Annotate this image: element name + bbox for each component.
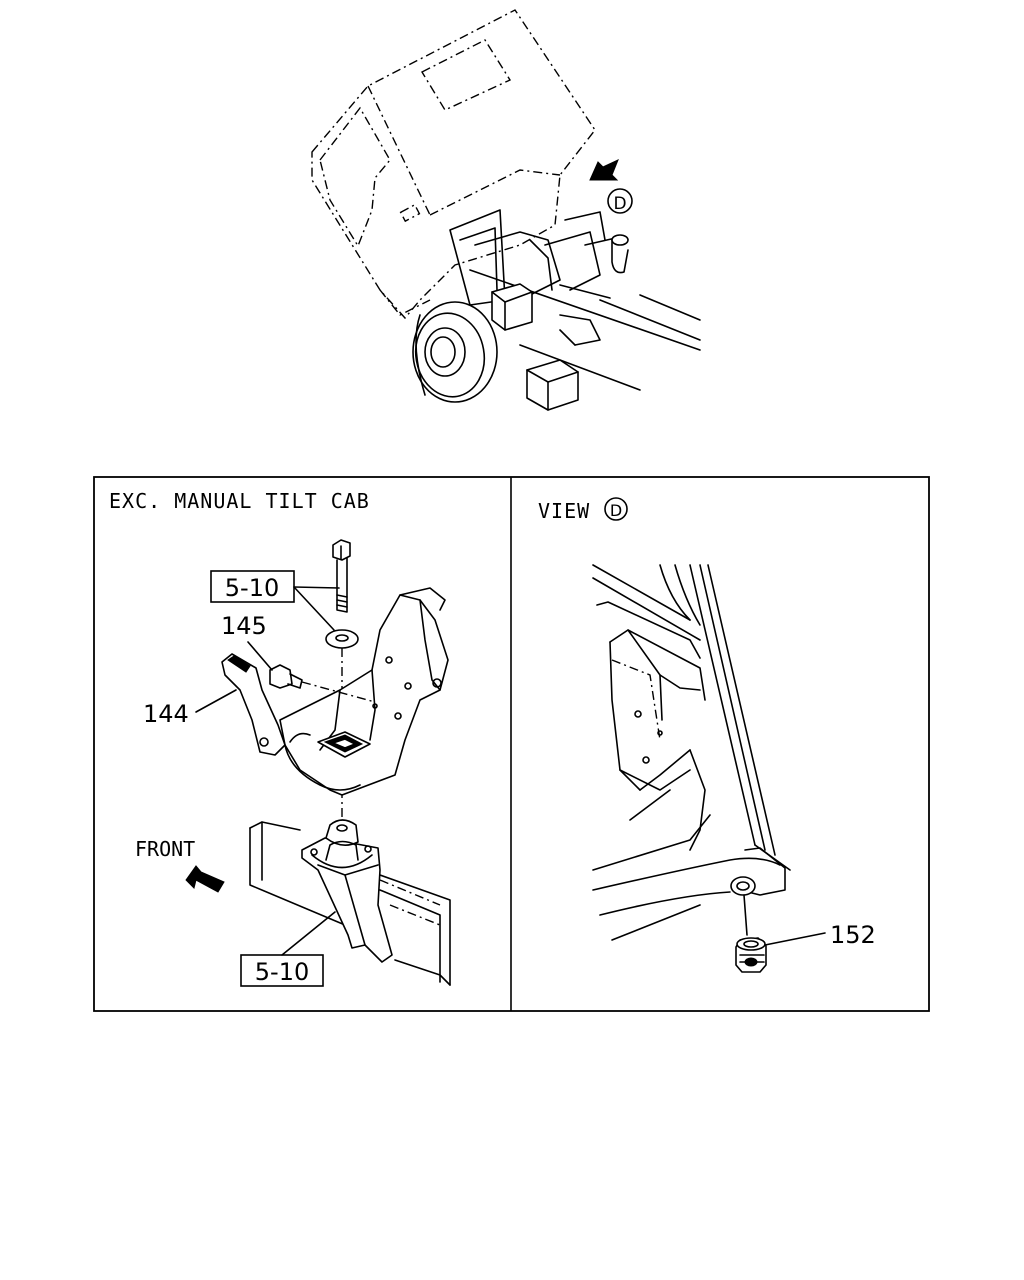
ref-label-top: 5-10 [225,574,279,602]
part-label-145: 145 [221,612,267,640]
right-panel-title: VIEW [538,499,590,523]
right-panel: VIEW D [538,497,876,973]
front-label: FRONT [135,837,195,861]
ref-box-bottom [240,954,324,987]
left-panel-title: EXC. MANUAL TILT CAB [109,489,370,513]
front-arrow-icon [185,865,225,893]
mount-washer [325,629,359,649]
tilted-cab-overview: D [311,9,701,411]
mount-bolt [332,539,351,613]
part-145-bolt [269,664,376,703]
part-144-bracket [221,653,286,756]
view-d-marker-top: D [613,194,626,214]
view-d-marker: D [610,501,622,520]
part-152-plug [735,937,767,973]
part-label-152: 152 [830,921,876,949]
cab-mount-bracket [279,587,449,796]
ref-label-bottom: 5-10 [255,958,309,986]
left-panel: EXC. MANUAL TILT CAB [109,489,451,987]
frame-rail [249,819,451,986]
part-label-144: 144 [143,700,189,728]
ref-box-top [210,570,295,603]
